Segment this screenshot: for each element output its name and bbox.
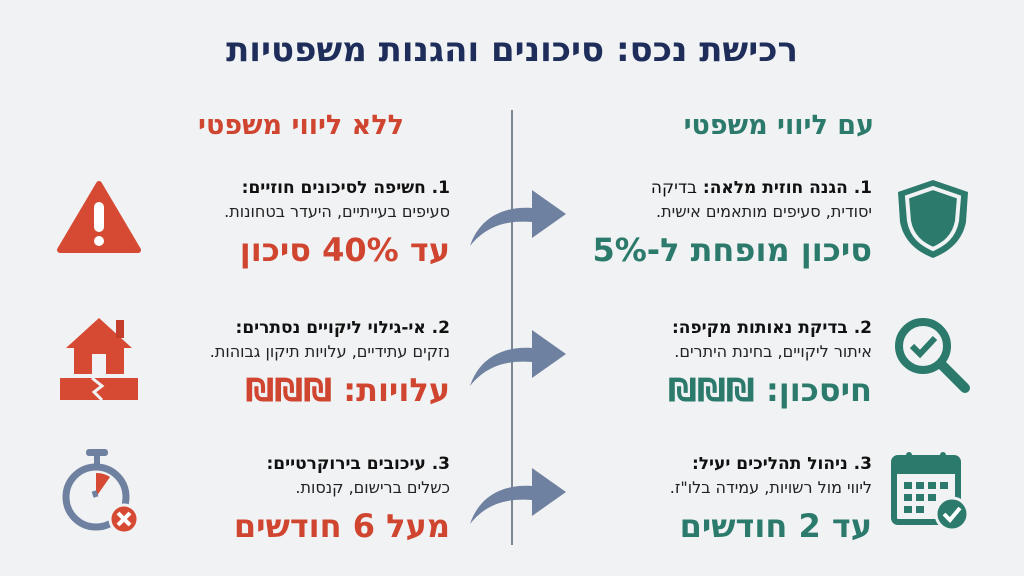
protection-item-title-rest: בדיקה (650, 178, 697, 198)
warning-triangle-icon (57, 181, 141, 253)
risk-item-title: 2. אי-גילוי ליקויים נסתרים: (235, 318, 450, 338)
column-divider (511, 110, 513, 545)
risk-item-desc: כשלים ברישום, קנסות. (295, 478, 450, 497)
protection-item-2: 2. בדיקת נאותות מקיפה: איתור ליקויים, בח… (572, 316, 872, 412)
protection-item-value: עד 2 חודשים (679, 507, 872, 545)
protection-item-value: סיכון מופחת ל-5% (592, 231, 872, 269)
risk-item-title: 3. עיכובים בירוקרטיים: (266, 454, 450, 474)
magnifier-check-icon (895, 318, 970, 393)
damaged-house-icon (60, 318, 138, 402)
calendar-check-icon (891, 452, 970, 532)
page-title: רכישת נכס: סיכונים והגנות משפטיות (226, 30, 798, 70)
risk-item-value: מעל 6 חודשים (233, 507, 450, 545)
arrow-icon (470, 330, 566, 386)
stopwatch-x-icon (62, 449, 140, 535)
protection-item-title: 1. הגנה חוזית מלאה: (702, 178, 872, 198)
risk-item-value: עלויות: ₪₪₪ (245, 371, 450, 409)
risk-item-2: 2. אי-גילוי ליקויים נסתרים: נזקים עתידיי… (120, 316, 450, 412)
protection-item-desc: ליווי מול רשויות, עמידה בלו"ז. (669, 478, 872, 497)
risk-item-3: 3. עיכובים בירוקרטיים: כשלים ברישום, קנס… (120, 452, 450, 548)
arrow-icon (470, 190, 566, 246)
protection-item-title: 2. בדיקת נאותות מקיפה: (671, 318, 872, 338)
with-legal-heading: עם ליווי משפטי (683, 110, 874, 141)
shield-icon (898, 180, 968, 258)
risk-item-1: 1. חשיפה לסיכונים חוזיים: סעיפים בעייתיי… (120, 176, 450, 272)
protection-item-desc: יסודית, סעיפים מותאמים אישית. (656, 202, 872, 221)
arrow-icon (470, 468, 566, 524)
risk-item-title: 1. חשיפה לסיכונים חוזיים: (241, 178, 450, 198)
protection-item-value: חיסכון: ₪₪₪ (668, 371, 872, 409)
protection-item-3: 3. ניהול תהליכים יעיל: ליווי מול רשויות,… (572, 452, 872, 548)
risk-item-desc: סעיפים בעייתיים, היעדר בטחונות. (224, 202, 450, 221)
protection-item-desc: איתור ליקויים, בחינת היתרים. (674, 342, 872, 361)
protection-item-1: 1. הגנה חוזית מלאה: בדיקה יסודית, סעיפים… (572, 176, 872, 272)
risk-item-desc: נזקים עתידיים, עלויות תיקון גבוהות. (209, 342, 450, 361)
risk-item-value: עד 40% סיכון (239, 231, 450, 269)
without-legal-heading: ללא ליווי משפטי (198, 110, 404, 141)
protection-item-title: 3. ניהול תהליכים יעיל: (691, 454, 872, 474)
